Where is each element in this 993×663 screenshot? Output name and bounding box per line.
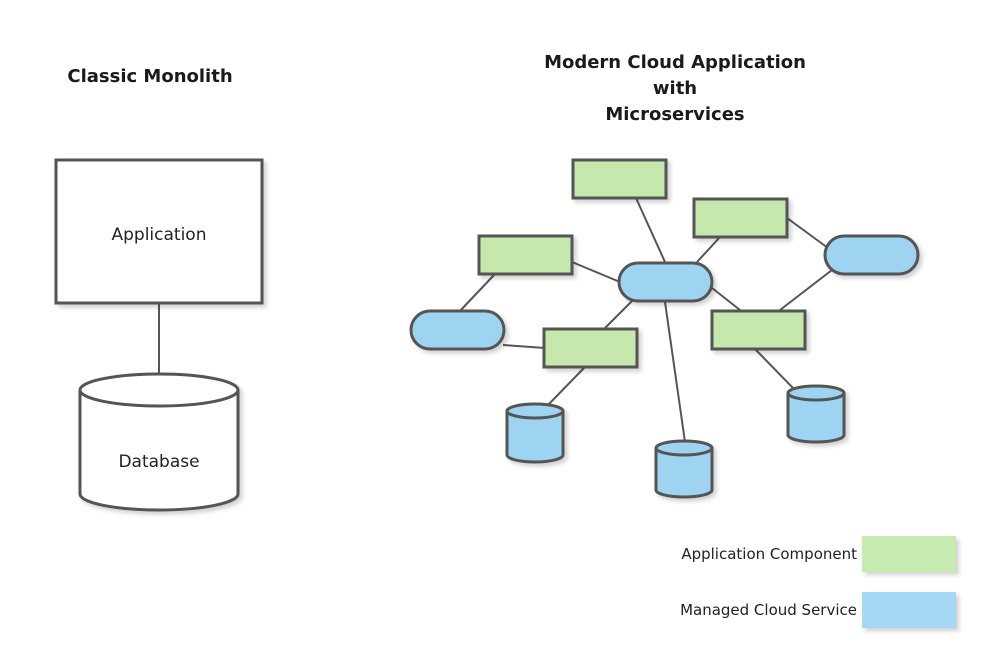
monolith-group: Application Database [54,158,264,512]
legend-service-swatch [862,592,956,628]
monolith-title: Classic Monolith [67,66,233,87]
component-top-right [692,197,789,239]
managed-databases [505,384,846,499]
database-center [654,439,714,499]
database-cylinder [78,372,240,512]
microservices-title-line2: Microservices [605,104,745,125]
microservices-connectors [458,197,833,443]
microservices-title: Modern Cloud Application with Microservi… [520,50,830,128]
service-right [823,234,920,276]
legend-service-label: Managed Cloud Service [680,601,857,619]
managed-services [409,234,920,351]
application-label: Application [112,225,207,245]
component-center [542,327,639,369]
legend-component-label: Application Component [681,545,857,563]
component-right [710,309,807,351]
legend-component-swatch [862,536,956,572]
legend: Application Component Managed Cloud Serv… [680,536,956,628]
application-box [54,158,264,305]
microservices-title-line1: Modern Cloud Application with [544,52,806,99]
database-label: Database [118,452,199,472]
database-left [505,402,565,464]
component-left [477,234,574,276]
application-components [477,158,807,369]
database-right [786,384,846,444]
service-left [409,309,506,351]
service-hub [617,261,714,303]
component-top [571,158,668,200]
